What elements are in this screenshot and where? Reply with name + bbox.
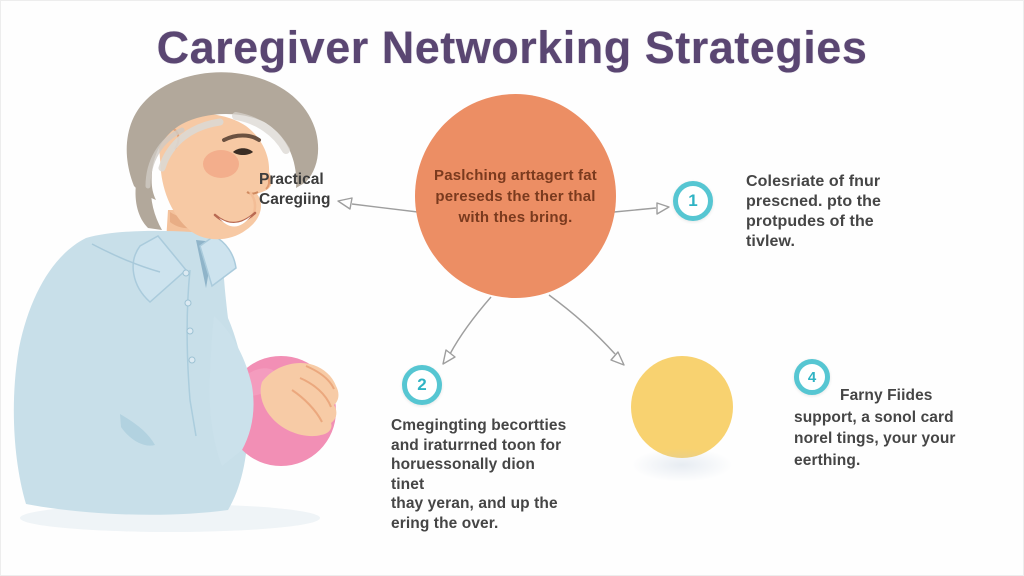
step-4-badge: 4 <box>794 359 830 395</box>
sleeve <box>209 316 254 466</box>
eyebrow <box>222 133 261 142</box>
hand <box>260 362 339 437</box>
page-title: Caregiver Networking Strategies <box>156 22 868 73</box>
hair-sideburn <box>135 184 162 230</box>
finger-line <box>299 377 332 408</box>
arrow-downleft-line <box>449 296 492 355</box>
man-figure <box>13 72 339 532</box>
shirt-fold <box>120 414 155 446</box>
arrow-downright-head <box>610 351 625 366</box>
mouth <box>213 211 257 225</box>
arrow-left-line <box>351 203 427 214</box>
arrow-right-head <box>656 202 670 215</box>
arrow-right-line <box>613 207 657 213</box>
teeth <box>219 216 251 227</box>
finger-line <box>305 365 335 390</box>
finger-line <box>291 389 323 423</box>
hair-main <box>126 72 319 200</box>
arrow-left-head <box>337 197 353 210</box>
hair-streak <box>232 112 290 154</box>
button <box>182 269 190 277</box>
button-placket <box>186 269 197 437</box>
man-illustration <box>13 72 339 532</box>
eye <box>233 148 253 155</box>
hair-streak <box>145 127 185 189</box>
step-1-badge: 1 <box>673 181 713 221</box>
yellow-circle <box>631 356 733 482</box>
hair <box>126 72 319 230</box>
button <box>186 327 194 335</box>
shoulder-seam <box>91 243 161 273</box>
nose-line <box>265 173 271 190</box>
hair-streak <box>158 118 224 172</box>
step-2-badge: 2 <box>402 365 442 405</box>
arrow-downright-line <box>548 294 616 355</box>
blush <box>203 150 239 178</box>
collar-left <box>132 235 188 304</box>
button <box>184 299 192 307</box>
arrow-downleft-head <box>442 349 456 365</box>
button <box>188 356 196 364</box>
